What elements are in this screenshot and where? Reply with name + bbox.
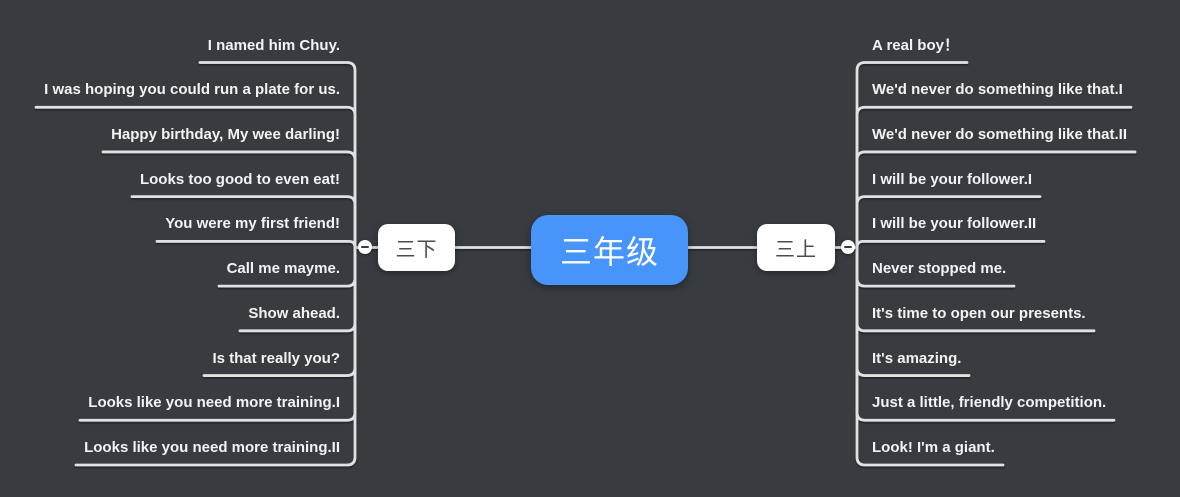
topic-item-right-4[interactable]: I will be your follower.I — [872, 170, 1033, 188]
central-topic[interactable]: 三年级 — [531, 215, 688, 285]
topic-item-right-5[interactable]: I will be your follower.II — [872, 215, 1037, 233]
topic-item-left-1[interactable]: I named him Chuy. — [207, 36, 340, 54]
collapse-button-left[interactable] — [358, 240, 372, 254]
topic-item-left-3[interactable]: Happy birthday, My wee darling! — [111, 125, 340, 143]
topic-item-left-2[interactable]: I was hoping you could run a plate for u… — [44, 81, 340, 99]
topic-item-left-4[interactable]: Looks too good to even eat! — [139, 170, 340, 188]
topic-item-left-7[interactable]: Show ahead. — [248, 304, 340, 322]
minus-icon — [361, 246, 369, 248]
topic-item-right-2[interactable]: We'd never do something like that.I — [872, 81, 1123, 99]
topic-item-right-10[interactable]: Look! I'm a giant. — [872, 438, 995, 456]
topic-item-right-1[interactable]: A real boy！ — [872, 36, 959, 54]
topic-item-left-9[interactable]: Looks like you need more training.I — [88, 394, 340, 412]
topic-item-right-7[interactable]: It's time to open our presents. — [872, 304, 1086, 322]
minus-icon — [844, 246, 852, 248]
topic-item-left-8[interactable]: Is that really you? — [212, 349, 340, 367]
branch-topic-left[interactable]: 三下 — [378, 224, 455, 271]
topic-item-right-6[interactable]: Never stopped me. — [872, 260, 1007, 278]
collapse-button-right[interactable] — [841, 240, 855, 254]
topic-item-left-5[interactable]: You were my first friend! — [165, 215, 340, 233]
topic-item-right-8[interactable]: It's amazing. — [872, 349, 962, 367]
topic-item-right-3[interactable]: We'd never do something like that.II — [872, 125, 1127, 143]
topic-item-left-6[interactable]: Call me mayme. — [226, 260, 340, 278]
topic-item-right-9[interactable]: Just a little, friendly competition. — [872, 394, 1107, 412]
topic-item-left-10[interactable]: Looks like you need more training.II — [84, 438, 340, 456]
branch-topic-right[interactable]: 三上 — [757, 224, 835, 271]
